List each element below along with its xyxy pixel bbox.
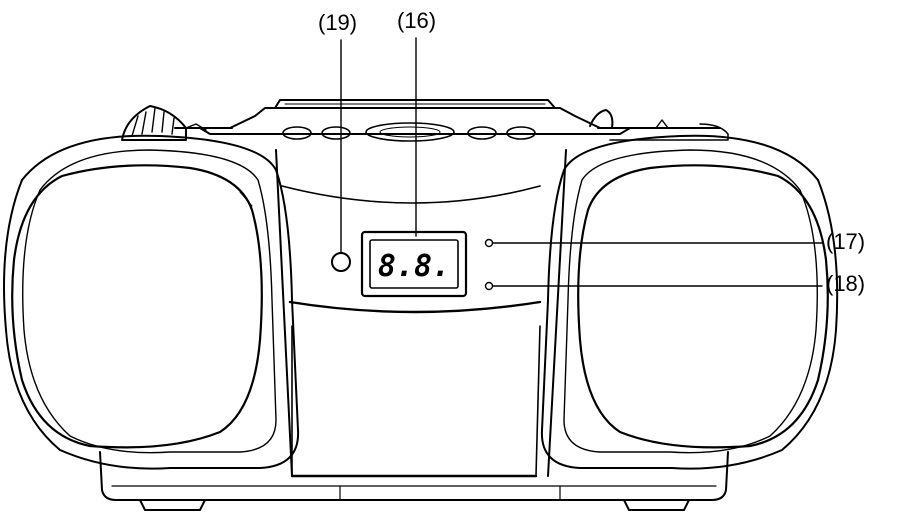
callout-16: (16) [397, 8, 437, 33]
indicator-led-18 [484, 281, 494, 291]
top-button-3 [467, 126, 497, 140]
right-speaker-housing [540, 134, 839, 470]
left-speaker-housing [3, 134, 300, 470]
display-window [360, 230, 468, 298]
top-button-center-inner [379, 126, 441, 138]
left-speaker-grille [11, 164, 263, 449]
top-buttons [282, 122, 536, 142]
center-body [275, 149, 567, 478]
top-button-2 [321, 126, 351, 140]
top-deck [174, 99, 729, 141]
tuning-knob [121, 105, 207, 141]
top-button-center [365, 122, 455, 142]
callout-19: (19) [318, 10, 358, 35]
antenna-clip [589, 109, 669, 129]
callout-17: (17) [826, 229, 866, 254]
callout-18: (18) [826, 271, 866, 296]
indicator-led-17 [484, 238, 494, 248]
display-readout: 8.8. [378, 249, 450, 284]
front-door-panel [291, 325, 541, 477]
base-plate [99, 451, 729, 511]
remote-sensor [331, 252, 351, 272]
top-button-4 [506, 126, 536, 140]
right-speaker-grille [577, 164, 829, 449]
top-button-1 [282, 126, 312, 140]
leader-lines [340, 37, 823, 287]
